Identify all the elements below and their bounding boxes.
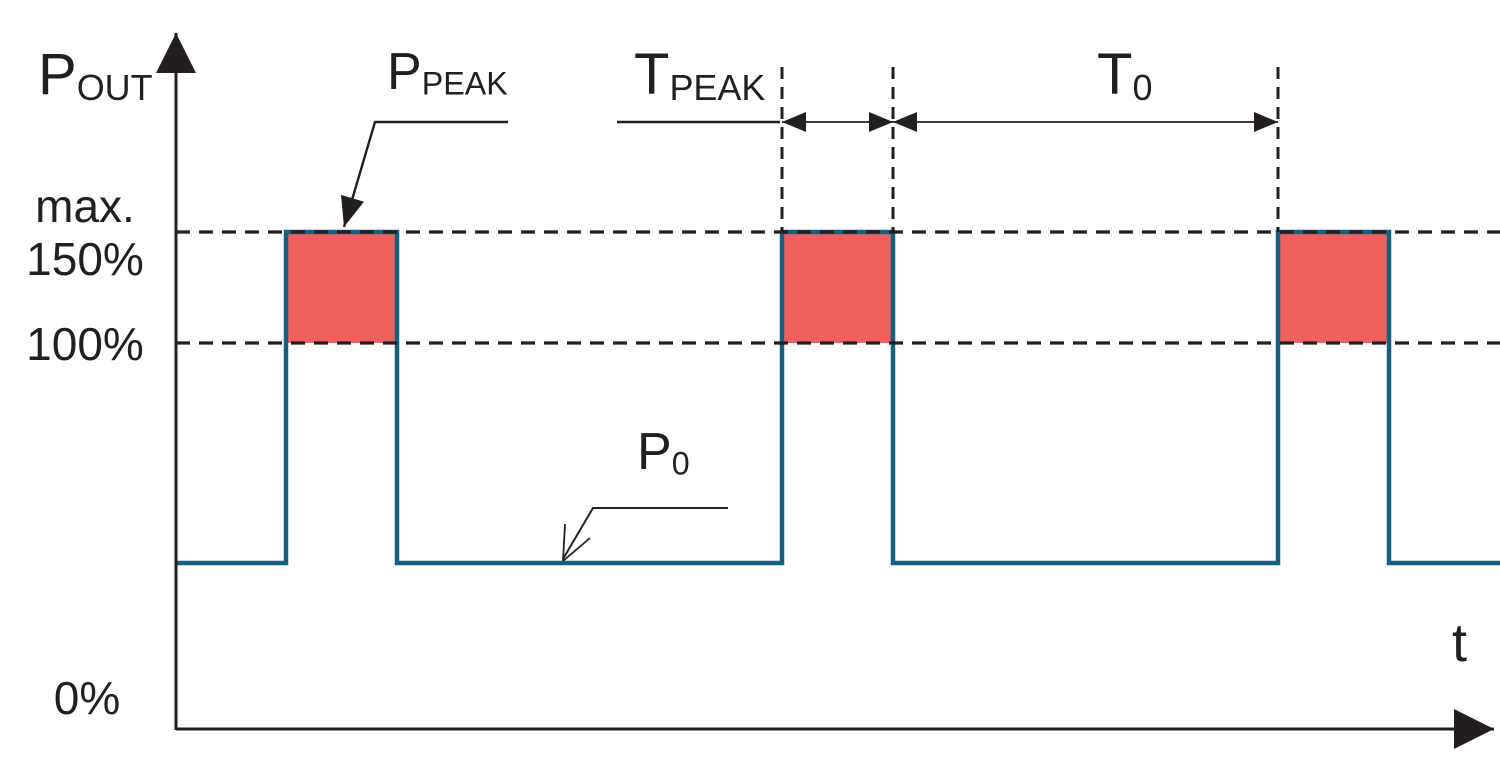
x-axis-label: t [1452,613,1468,673]
peak-area-fill [286,232,397,343]
y-axis-label-sub: OUT [76,67,153,109]
tick-label-100: 100% [15,318,155,371]
annotation-p-zero: P0 [637,423,690,482]
tick-150-text: 150% [26,233,144,286]
annotation-t-zero: T0 [1097,42,1153,109]
peak-area-fill [782,232,893,343]
y-axis-label: POUT [38,46,153,106]
tick-max-text: max. [35,180,135,232]
peak-area-fill [1278,232,1389,343]
p-peak-leader [340,120,508,228]
y-axis-label-main: P [38,42,77,107]
p0-leader [562,507,728,560]
p0-arrow-barb [562,537,591,562]
tick-label-0: 0% [27,672,147,725]
tick-label-max-150: max. 150% [15,180,155,287]
annotation-p-peak: PPEAK [387,43,508,102]
p0-arrow-barb [562,523,566,562]
tick-0-text: 0% [53,672,121,724]
tick-100-text: 100% [26,318,144,370]
annotation-t-peak: TPEAK [634,42,766,109]
